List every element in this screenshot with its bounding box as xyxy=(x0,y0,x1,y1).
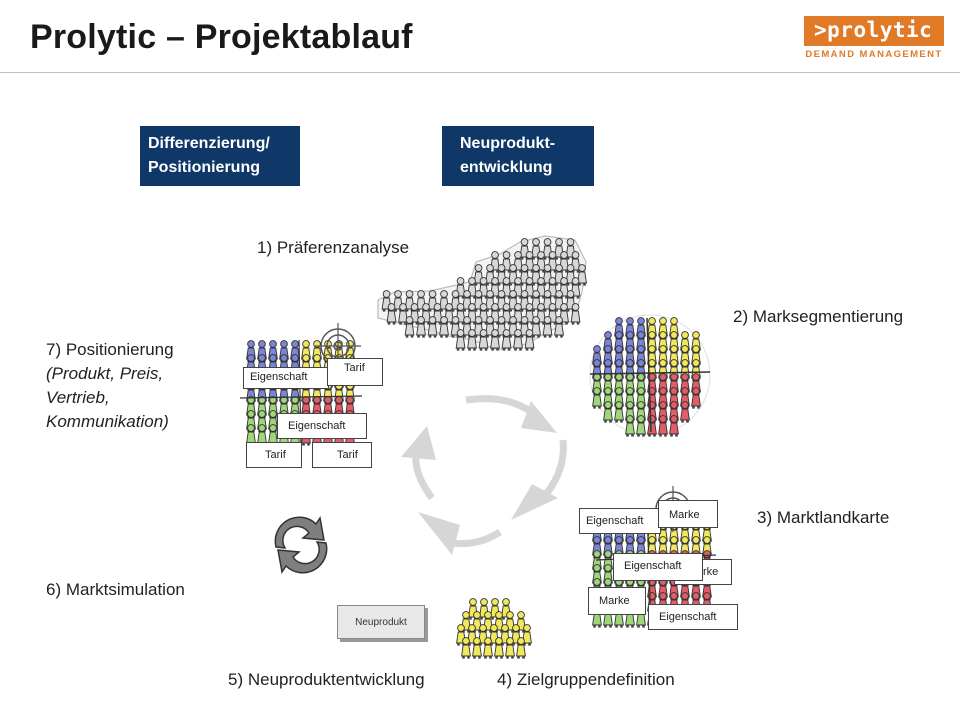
person-icon xyxy=(542,316,553,338)
map-tag-marke-1: Marke xyxy=(658,500,718,528)
person-icon xyxy=(455,329,466,351)
person-icon xyxy=(490,329,500,351)
person-icon xyxy=(516,637,526,659)
logo-text: prolytic xyxy=(827,18,933,42)
step-7-sub-1: (Produkt, Preis, xyxy=(46,364,164,383)
person-icon xyxy=(472,637,482,659)
positioning-tag-tarif: Tarif xyxy=(327,358,383,386)
person-icon xyxy=(524,329,535,351)
positioning-tag-eigenschaft: Eigenschaft xyxy=(243,367,329,389)
cycle-arrows xyxy=(401,395,567,555)
logo-brand: >prolytic xyxy=(814,18,933,42)
step-label-2: 2) Marksegmentierung xyxy=(733,307,904,326)
logo-tagline: DEMAND MANAGEMENT xyxy=(805,49,943,60)
cycle-arrow-top xyxy=(465,395,537,417)
cycle-arrow-left xyxy=(412,454,435,501)
step-7-sub-2: Vertrieb, xyxy=(46,388,110,407)
segmentation-population xyxy=(592,317,701,437)
logo-mark xyxy=(804,16,944,46)
prolytic-logo: >prolytic DEMAND MANAGEMENT xyxy=(804,16,944,62)
new-product-label: Neuprodukt xyxy=(355,616,407,628)
person-icon xyxy=(386,303,397,325)
positioning-tag-tarif-2: Tarif xyxy=(246,442,302,468)
person-icon xyxy=(416,316,426,338)
person-icon xyxy=(636,415,646,437)
person-icon xyxy=(570,303,581,325)
step-7-title: 7) Positionierung xyxy=(46,340,174,359)
category-differentiation: Differenzierung/ Positionierung xyxy=(140,126,300,186)
person-icon xyxy=(625,415,635,437)
category-new-product-line1: Neuprodukt- xyxy=(460,135,556,152)
step-label-4: 4) Zielgruppendefinition xyxy=(497,670,675,689)
person-icon xyxy=(478,329,489,351)
title-divider xyxy=(0,72,960,73)
person-icon xyxy=(614,401,624,423)
person-icon xyxy=(467,329,477,351)
person-icon xyxy=(494,637,504,659)
positioning-tag-eigenschaft-2: Eigenschaft xyxy=(277,413,367,439)
category-new-product-line2: entwicklung xyxy=(460,159,553,176)
austria-population xyxy=(381,238,587,351)
person-icon xyxy=(501,329,512,351)
map-tag-eigenschaft-3: Eigenschaft xyxy=(648,604,738,630)
person-icon xyxy=(647,415,657,437)
category-differentiation-line1: Differenzierung/ xyxy=(148,135,270,152)
person-icon xyxy=(513,329,523,351)
step-label-7: 7) Positionierung (Produkt, Preis, Vertr… xyxy=(46,338,174,434)
step-label-1: 1) Präferenzanalyse xyxy=(257,238,410,257)
person-icon xyxy=(669,415,679,437)
page-title: Prolytic – Projektablauf xyxy=(30,18,413,56)
category-differentiation-line2: Positionierung xyxy=(148,159,260,176)
step-label-6: 6) Marktsimulation xyxy=(46,580,185,599)
person-icon xyxy=(658,415,668,437)
person-icon xyxy=(427,316,438,338)
map-tag-eigenschaft-2: Eigenschaft xyxy=(613,553,703,581)
person-icon xyxy=(680,401,690,423)
step-7-sub-3: Kommunikation) xyxy=(46,412,169,431)
person-icon xyxy=(505,637,515,659)
step-label-5: 5) Neuproduktentwicklung xyxy=(228,670,425,689)
person-icon xyxy=(603,401,613,423)
person-icon xyxy=(592,387,602,409)
person-icon xyxy=(439,316,449,338)
positioning-tag-tarif-3: Tarif xyxy=(312,442,372,468)
new-product-box: Neuprodukt xyxy=(337,605,425,639)
person-icon xyxy=(554,316,564,338)
target-group-population xyxy=(456,598,532,659)
person-icon xyxy=(483,637,493,659)
map-tag-eigenschaft-1: Eigenschaft xyxy=(579,508,661,534)
person-icon xyxy=(691,387,701,409)
category-new-product: Neuprodukt- entwicklung xyxy=(442,126,594,186)
cycle-arrow-right xyxy=(544,439,567,496)
refresh-icon xyxy=(274,516,328,574)
person-icon xyxy=(404,316,415,338)
person-icon xyxy=(461,637,471,659)
step-label-3: 3) Marktlandkarte xyxy=(757,508,890,527)
map-tag-marke-3: Marke xyxy=(588,587,646,615)
